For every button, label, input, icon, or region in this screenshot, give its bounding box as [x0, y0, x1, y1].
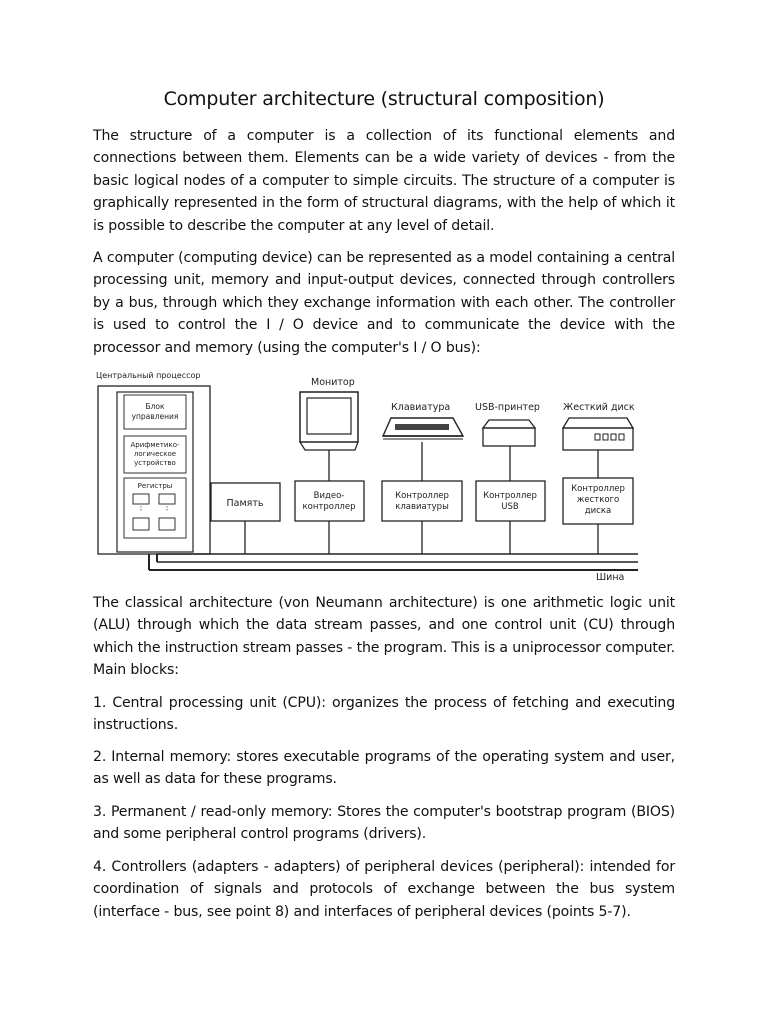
hard-disk-label: Жесткий диск [563, 402, 635, 413]
memory-label: Память [227, 498, 264, 509]
computer-structure-diagram: Центральный процессор Блок управления Ар… [93, 366, 638, 582]
list-item: 4. Controllers (adapters - adapters) of … [93, 859, 675, 920]
cpu-inner-frame [116, 391, 194, 553]
list-item: 2. Internal memory: stores executable pr… [93, 749, 675, 788]
monitor-label: Монитор [311, 377, 355, 388]
keyboard-controller-label-2: клавиатуры [395, 502, 449, 512]
control-unit-label-2: управления [132, 412, 179, 421]
registers-block [123, 477, 187, 539]
hard-disk-icon [561, 417, 635, 429]
usb-controller-label-2: USB [501, 502, 519, 512]
control-unit-block [123, 394, 187, 430]
register-cell [132, 517, 150, 531]
keyboard-controller-label-1: Контроллер [395, 491, 449, 501]
alu-label-3: устройство [134, 459, 176, 467]
paragraph-von-neumann: The classical architecture (von Neumann … [93, 595, 675, 679]
registers-label: Регистры [138, 482, 173, 490]
paragraph-structure: The structure of a computer is a collect… [93, 128, 675, 234]
page-title: Computer architecture (structural compos… [163, 88, 605, 110]
alu-label-2: логическое [134, 450, 176, 458]
keyboard-controller-block [381, 480, 463, 522]
list-item: 1. Central processing unit (CPU): organi… [93, 695, 675, 734]
monitor-icon [299, 391, 359, 443]
video-controller-label-2: контроллер [303, 502, 356, 512]
alu-block [123, 435, 187, 474]
usb-printer-label: USB-принтер [475, 402, 540, 413]
disk-controller-label-3: диска [585, 506, 611, 516]
usb-printer-icon [481, 419, 537, 429]
register-cell [132, 493, 150, 505]
usb-controller-block [475, 480, 546, 522]
register-cell [158, 517, 176, 531]
paragraph-model: A computer (computing device) can be rep… [93, 250, 675, 356]
control-unit-label-1: Блок [145, 402, 165, 411]
disk-controller-label-2: жесткого [577, 495, 620, 505]
list-item: 3. Permanent / read-only memory: Stores … [93, 804, 675, 843]
register-cell [158, 493, 176, 505]
video-controller-label-1: Видео- [314, 491, 345, 501]
cpu-label: Центральный процессор [96, 371, 200, 380]
keyboard-label: Клавиатура [391, 402, 450, 413]
video-controller-block [294, 480, 365, 522]
disk-controller-label-1: Контроллер [571, 484, 625, 494]
usb-controller-label-1: Контроллер [483, 491, 537, 501]
cpu-frame [97, 385, 211, 555]
bus-label: Шина [596, 572, 624, 582]
diagram-svg: Центральный процессор Блок управления Ар… [96, 371, 638, 582]
alu-label-1: Арифметико- [130, 441, 179, 449]
